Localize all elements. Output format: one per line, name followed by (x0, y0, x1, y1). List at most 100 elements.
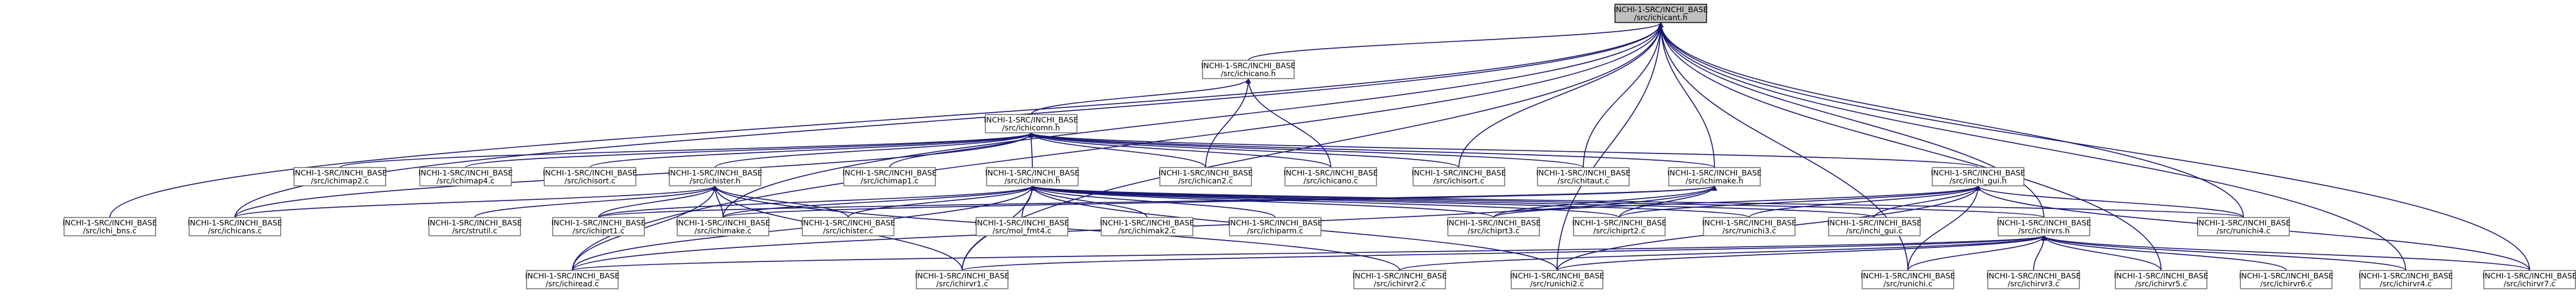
node-layer: INCHI-1-SRC/INCHI_BASE/src/ichicant.hINC… (63, 4, 2576, 289)
include-edge-n4-n2 (465, 132, 1034, 168)
file-node[interactable]: INCHI-1-SRC/INCHI_BASE/src/mol_fmt4.c (975, 217, 1070, 236)
file-node[interactable]: INCHI-1-SRC/INCHI_BASE/src/ichister.c (801, 217, 896, 236)
node-label-module: INCHI-1-SRC/INCHI_BASE (985, 168, 1080, 177)
node-label-path: /src/ichicant.h (1634, 13, 1688, 22)
node-label-path: /src/ichicano.h (1221, 69, 1276, 78)
node-label-path: /src/ichister.h (689, 176, 740, 185)
file-node[interactable]: INCHI-1-SRC/INCHI_BASE/src/ichiread.c (525, 270, 620, 289)
file-node[interactable]: INCHI-1-SRC/INCHI_BASE/src/ichirvr2.c (1353, 270, 1447, 289)
file-node[interactable]: INCHI-1-SRC/INCHI_BASE/src/ichimain.h (985, 167, 1080, 186)
node-label-module: INCHI-1-SRC/INCHI_BASE (2359, 271, 2453, 280)
file-node[interactable]: INCHI-1-SRC/INCHI_BASE/src/ichiprt2.c (1572, 217, 1667, 236)
file-node[interactable]: INCHI-1-SRC/INCHI_BASE/src/ichicano.c (1284, 167, 1378, 186)
node-label-path: /src/ichirvr5.c (2135, 279, 2187, 288)
include-edge-n18-n8 (598, 185, 1035, 218)
file-node[interactable]: INCHI-1-SRC/INCHI_BASE/src/ichiprt1.c (552, 217, 646, 236)
include-edge-n37-n28 (2041, 235, 2287, 271)
file-node[interactable]: INCHI-1-SRC/INCHI_BASE/src/ichicano.h (1201, 60, 1296, 79)
node-label-path: /src/ichican2.c (1178, 176, 1233, 185)
include-edge-n1-n0 (1248, 22, 1664, 61)
file-node[interactable]: INCHI-1-SRC/INCHI_BASE/src/ichimak2.c (1100, 217, 1195, 236)
node-box (293, 167, 386, 186)
file-node[interactable]: INCHI-1-SRC/INCHI_BASE/src/inchi_gui.h (1931, 167, 2026, 186)
node-box (1202, 60, 1295, 79)
node-box (1447, 217, 1540, 236)
file-node[interactable]: INCHI-1-SRC/INCHI_BASE/src/ichirvr5.c (2114, 270, 2209, 289)
include-edge-n13-n2 (1028, 132, 1715, 168)
node-label-module: INCHI-1-SRC/INCHI_BASE (63, 218, 157, 227)
file-node[interactable]: INCHI-1-SRC/INCHI_BASE/src/ichimap4.c (419, 167, 513, 186)
node-box (2483, 270, 2576, 289)
file-node[interactable]: INCHI-1-SRC/INCHI_BASE/src/ichisort.c (1412, 167, 1506, 186)
include-edge-n34-n28 (1907, 235, 2047, 271)
file-node[interactable]: INCHI-1-SRC/INCHI_BASE/src/ichimap2.c (293, 167, 387, 186)
include-edge-n30-n28 (572, 235, 2046, 271)
file-node[interactable]: INCHI-1-SRC/INCHI_BASE/src/ichican2.c (1159, 167, 1253, 186)
node-label-module: INCHI-1-SRC/INCHI_BASE (984, 115, 1079, 124)
node-label-module: INCHI-1-SRC/INCHI_BASE (1159, 168, 1253, 177)
node-box (552, 217, 645, 236)
node-box (419, 167, 512, 186)
node-label-path: /src/inchi_gui.h (1949, 176, 2007, 185)
node-box (63, 217, 156, 236)
node-box (526, 270, 619, 289)
node-label-path: /src/inchi_gui.c (1846, 226, 1903, 235)
node-box (1159, 167, 1252, 186)
node-label-module: INCHI-1-SRC/INCHI_BASE (1228, 218, 1323, 227)
include-edge-n33-n0 (1556, 22, 1664, 271)
include-edge-n22-n8 (1029, 185, 1148, 218)
node-label-path: /src/ichirvr7.c (2504, 279, 2556, 288)
include-edge-n2-n1 (1031, 78, 1251, 115)
node-label-path: /src/runichi2.c (1530, 279, 1584, 288)
file-node[interactable]: INCHI-1-SRC/INCHI_BASE/src/ichisort.c (543, 167, 638, 186)
file-node[interactable]: INCHI-1-SRC/INCHI_BASE/src/ichister.h (668, 167, 763, 186)
file-node[interactable]: INCHI-1-SRC/INCHI_BASE/src/ichirvr7.c (2483, 270, 2576, 289)
file-node[interactable]: INCHI-1-SRC/INCHI_BASE/src/runichi.c (1861, 270, 1955, 289)
node-box (2197, 217, 2290, 236)
node-label-module: INCHI-1-SRC/INCHI_BASE (1614, 5, 1708, 14)
node-box (985, 114, 1078, 133)
include-edge-n20-n8 (847, 185, 1035, 218)
include-edge-n36-n0 (1658, 22, 2162, 271)
file-node[interactable]: INCHI-1-SRC/INCHI_BASE/src/ichimake.c (676, 217, 771, 236)
node-label-path: /src/ichisort.c (564, 176, 616, 185)
file-node[interactable]: INCHI-1-SRC/INCHI_BASE/src/ichiparm.c (1228, 217, 1323, 236)
file-node[interactable]: INCHI-1-SRC/INCHI_BASE/src/ichimake.h (1668, 167, 1762, 186)
file-node[interactable]: INCHI-1-SRC/INCHI_BASE/src/ichicans.c (188, 217, 282, 236)
file-node[interactable]: INCHI-1-SRC/INCHI_BASE/src/ichimap1.c (843, 167, 937, 186)
file-node[interactable]: INCHI-1-SRC/INCHI_BASE/src/ichirvr6.c (2239, 270, 2334, 289)
node-label-path: /src/ichirvr6.c (2261, 279, 2312, 288)
edge-layer (109, 22, 2530, 271)
file-node[interactable]: INCHI-1-SRC/INCHI_BASE/src/ichirvr1.c (915, 270, 1010, 289)
file-node[interactable]: INCHI-1-SRC/INCHI_BASE/src/ichirvr4.c (2359, 270, 2453, 289)
file-node[interactable]: INCHI-1-SRC/INCHI_BASE/src/runichi3.c (1702, 217, 1797, 236)
node-label-path: /src/ichimap1.c (861, 176, 919, 185)
file-node[interactable]: INCHI-1-SRC/INCHI_BASE/src/ichirvr3.c (1987, 270, 2081, 289)
node-label-path: /src/ichitaut.c (1558, 176, 1610, 185)
file-node[interactable]: INCHI-1-SRC/INCHI_BASE/src/ichiprt3.c (1447, 217, 1541, 236)
include-edge-n31-n28 (962, 235, 2046, 271)
include-edge-n26-n8 (1029, 185, 1750, 218)
file-node[interactable]: INCHI-1-SRC/INCHI_BASE/src/ichi_bns.c (63, 217, 157, 236)
node-box (843, 167, 936, 186)
file-node[interactable]: INCHI-1-SRC/INCHI_BASE/src/strutil.c (428, 217, 522, 236)
file-node[interactable]: INCHI-1-SRC/INCHI_BASE/src/ichicomn.h (984, 114, 1079, 133)
include-edge-n14-n2 (1028, 132, 1979, 168)
file-node[interactable]: INCHI-1-SRC/INCHI_BASE/src/ichitaut.c (1536, 167, 1631, 186)
node-box (428, 217, 521, 236)
node-label-path: /src/ichirvr4.c (2380, 279, 2432, 288)
node-box (1284, 167, 1377, 186)
include-edge-n32-n28 (1399, 235, 2047, 271)
node-box (1353, 270, 1446, 289)
file-node[interactable]: INCHI-1-SRC/INCHI_BASE/src/runichi2.c (1510, 270, 1605, 289)
file-node[interactable]: INCHI-1-SRC/INCHI_BASE/src/ichirvrs.h (1997, 217, 2092, 236)
node-label-module: INCHI-1-SRC/INCHI_BASE (1353, 271, 1447, 280)
include-edge-n20-n6 (712, 185, 849, 218)
file-node[interactable]: INCHI-1-SRC/INCHI_BASE/src/runichi4.c (2196, 217, 2291, 236)
node-label-path: /src/ichi_bns.c (83, 226, 137, 235)
node-box (2359, 270, 2452, 289)
node-box (2240, 270, 2333, 289)
include-edge-n25-n13 (1619, 185, 1718, 218)
file-node[interactable]: INCHI-1-SRC/INCHI_BASE/src/inchi_gui.c (1827, 217, 1922, 236)
node-label-path: /src/ichicomn.h (1002, 123, 1060, 132)
